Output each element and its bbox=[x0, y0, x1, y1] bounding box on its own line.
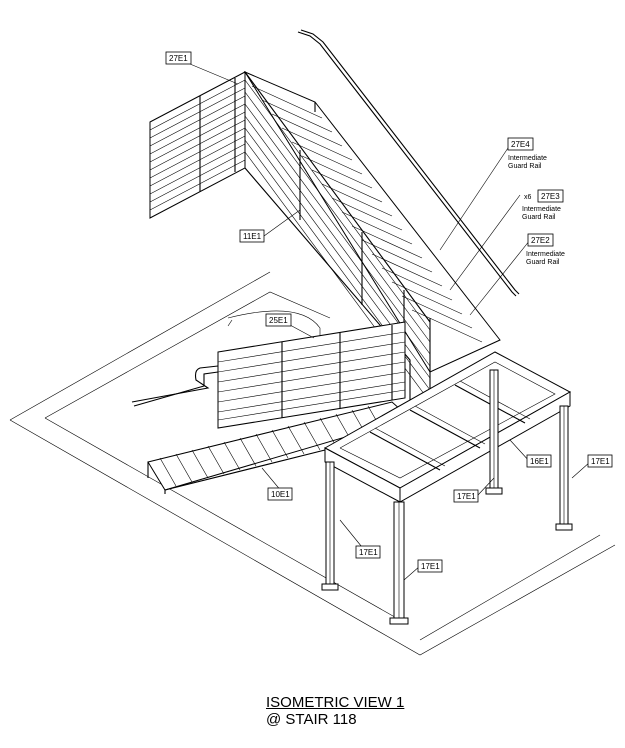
callout-label: 11E1 bbox=[243, 232, 262, 241]
platform-frame bbox=[323, 351, 572, 503]
callout-note: Intermediate bbox=[526, 251, 565, 258]
callout-note: Guard Rail bbox=[508, 163, 542, 170]
callout-11E1: 11E1 bbox=[239, 229, 265, 243]
callout-label: 16E1 bbox=[530, 457, 549, 466]
support-posts bbox=[321, 369, 573, 625]
callout-label: 27E1 bbox=[169, 54, 188, 63]
callout-note: Intermediate bbox=[508, 155, 547, 162]
callout-17E1-right: 17E1 bbox=[587, 454, 613, 468]
callout-note: Intermediate bbox=[522, 206, 561, 213]
view-title: ISOMETRIC VIEW 1 @ STAIR 118 bbox=[266, 694, 404, 728]
callout-label: 27E4 bbox=[511, 140, 530, 149]
view-title-line2: @ STAIR 118 bbox=[266, 711, 357, 728]
callout-27E2: 27E2 Intermediate Guard Rail bbox=[526, 233, 565, 266]
callout-17E1-bottom: 17E1 bbox=[417, 559, 443, 573]
callout-27E1-upper: 27E1 bbox=[165, 51, 192, 65]
callout-10E1: 10E1 bbox=[267, 487, 293, 501]
callout-label: 17E1 bbox=[359, 548, 378, 557]
callout-label: 27E2 bbox=[531, 236, 550, 245]
callout-label: 27E3 bbox=[541, 192, 560, 201]
callout-16E1: 16E1 bbox=[526, 454, 552, 468]
callout-17E1-left: 17E1 bbox=[355, 545, 381, 559]
callout-27E4: 27E4 Intermediate Guard Rail bbox=[507, 137, 547, 170]
callout-25E1: 25E1 bbox=[265, 313, 292, 327]
callout-27E3: x6 27E3 Intermediate Guard Rail bbox=[522, 189, 564, 221]
callout-quantity: x6 bbox=[524, 194, 532, 201]
callout-label: 17E1 bbox=[591, 457, 610, 466]
callout-label: 17E1 bbox=[421, 562, 440, 571]
floor-outline bbox=[9, 271, 616, 656]
callout-note: Guard Rail bbox=[526, 259, 560, 266]
upper-guard-rail-panel bbox=[149, 71, 246, 219]
callout-label: 25E1 bbox=[269, 316, 288, 325]
view-title-line1: ISOMETRIC VIEW 1 bbox=[266, 694, 405, 711]
callout-label: 17E1 bbox=[457, 492, 476, 501]
upper-stair-flight bbox=[243, 70, 501, 410]
callout-17E1-center: 17E1 bbox=[453, 489, 479, 503]
wall-handrail bbox=[297, 29, 520, 297]
callout-label: 10E1 bbox=[271, 490, 290, 499]
landing-guard-rail bbox=[131, 321, 406, 429]
callout-note: Guard Rail bbox=[522, 214, 556, 221]
